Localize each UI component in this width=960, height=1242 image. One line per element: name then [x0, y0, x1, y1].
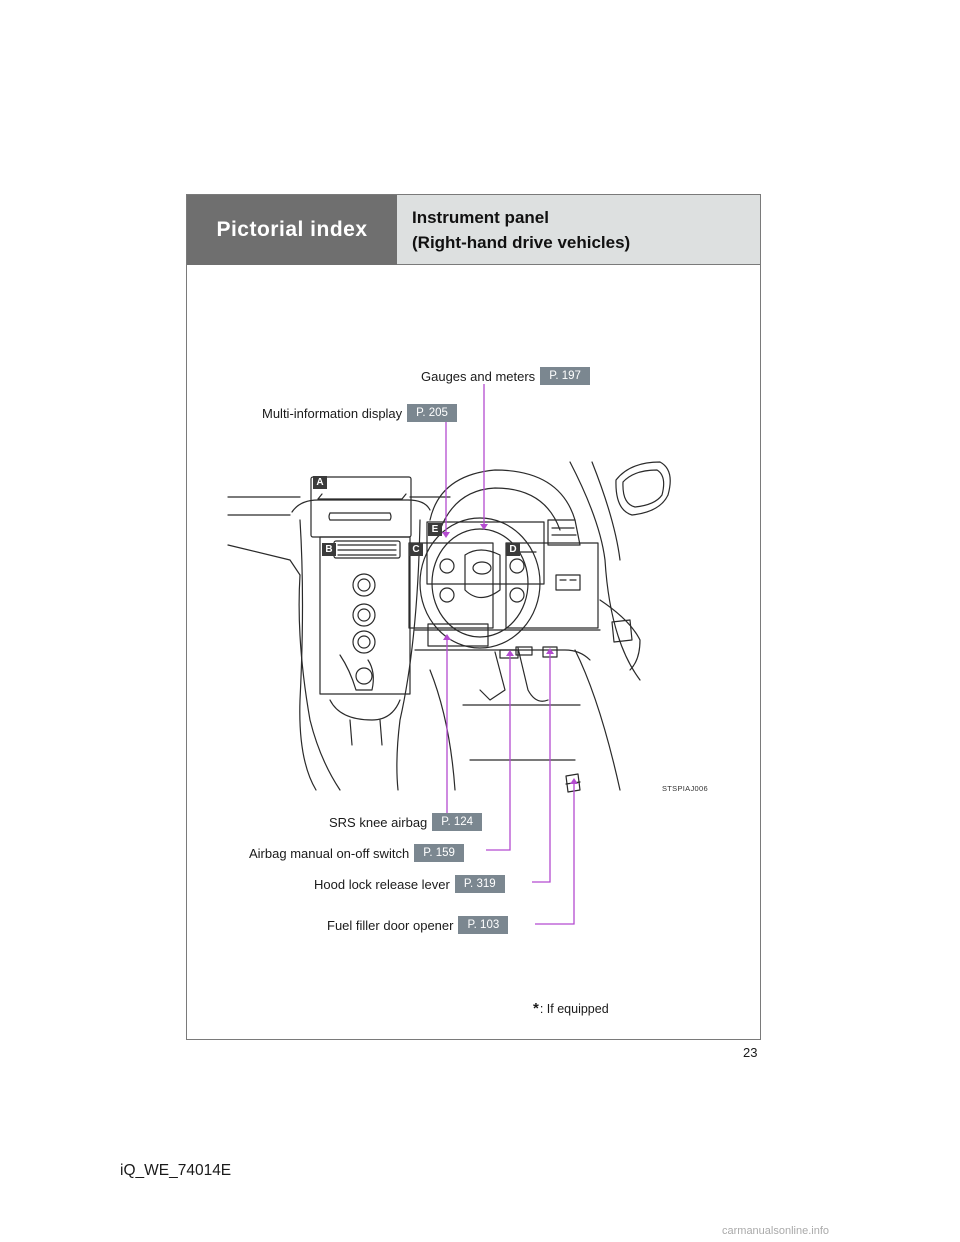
page-header: Instrument panel (Right-hand drive vehic…: [397, 195, 760, 265]
asterisk-icon: *: [533, 1000, 539, 1017]
footnote-text: : If equipped: [539, 1002, 609, 1016]
callout-fuel-door-page[interactable]: P. 103: [458, 916, 509, 934]
callout-hood-lever-page[interactable]: P. 319: [454, 875, 505, 893]
page-title-line2: (Right-hand drive vehicles): [412, 233, 631, 252]
callout-hood-lever: Hood lock release lever P. 319: [314, 875, 505, 893]
region-letter-e: E: [428, 523, 442, 536]
callout-gauges-label: Gauges and meters: [421, 368, 536, 384]
callout-gauges: Gauges and meters P. 197: [421, 367, 590, 385]
index-frame: Pictorial index Instrument panel (Right-…: [186, 194, 761, 1040]
callout-multi-info-page[interactable]: P. 205: [407, 404, 457, 422]
region-letter-b: B: [322, 543, 336, 556]
callout-fuel-door-label: Fuel filler door opener: [327, 917, 454, 933]
page-title-line1: Instrument panel: [412, 208, 549, 227]
callout-srs-knee-page[interactable]: P. 124: [432, 813, 483, 831]
callout-multi-info-label: Multi-information display: [262, 405, 403, 421]
region-letter-a: A: [313, 476, 327, 489]
callout-multi-info: Multi-information display P. 205: [262, 404, 457, 422]
section-title: Pictorial index: [216, 218, 368, 241]
callout-srs-knee-label: SRS knee airbag: [329, 814, 428, 830]
callout-srs-knee: SRS knee airbag P. 124: [329, 813, 483, 831]
illustration-code: STSPIAJ006: [662, 784, 708, 793]
footnote: *: If equipped: [533, 1000, 609, 1017]
callout-hood-lever-label: Hood lock release lever: [314, 876, 450, 892]
callout-airbag-switch: Airbag manual on-off switch P. 159: [249, 844, 464, 862]
region-letter-c: C: [409, 543, 423, 556]
page-number: 23: [743, 1045, 758, 1060]
callout-fuel-door: Fuel filler door opener P. 103: [327, 916, 509, 934]
callout-airbag-switch-label: Airbag manual on-off switch: [249, 845, 410, 861]
section-header: Pictorial index: [187, 195, 397, 265]
callout-gauges-page[interactable]: P. 197: [540, 367, 590, 385]
document-id: iQ_WE_74014E: [120, 1162, 232, 1179]
region-letter-d: D: [506, 543, 520, 556]
watermark: carmanualsonline.info: [722, 1225, 830, 1237]
callout-airbag-switch-page[interactable]: P. 159: [414, 844, 464, 862]
